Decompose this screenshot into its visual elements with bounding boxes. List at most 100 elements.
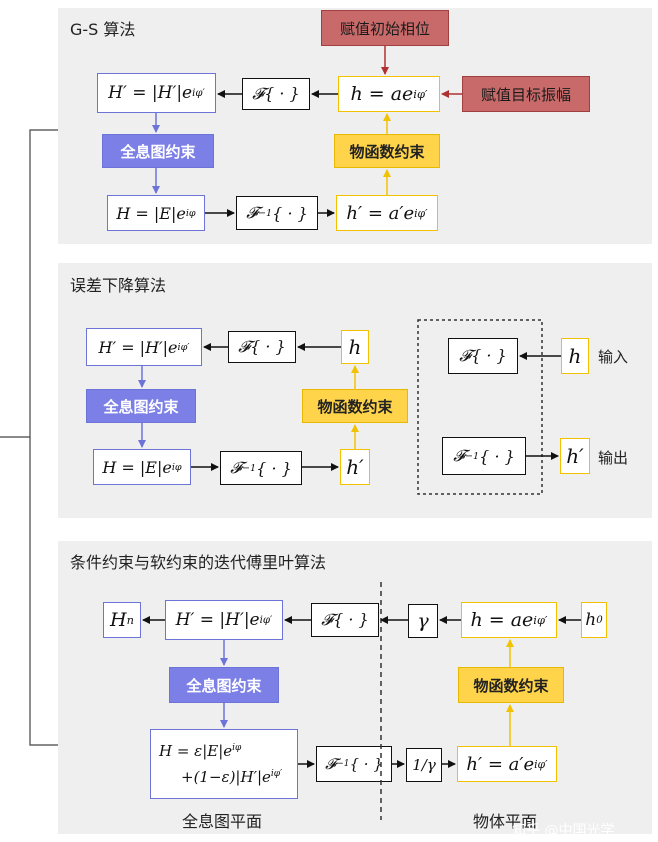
legend-fourier-box: 𝓕{ · }	[448, 338, 518, 374]
assign-initial-phase-box: 赋值初始相位	[321, 10, 449, 46]
cc-object-amp-exp: iφ′	[534, 757, 548, 771]
er-arrows	[138, 319, 561, 495]
legend-input-label: 输入	[598, 348, 629, 366]
gs-object-amp-exp: iφ′	[414, 206, 428, 220]
panel-error-reduction-title: 误差下降算法	[70, 276, 167, 295]
cc-hn-sub: n	[126, 613, 134, 627]
gs-inverse-fourier-exp: −1	[258, 207, 273, 219]
cc-inverse-fourier-tail: { · }	[349, 755, 383, 773]
gs-fourier-box: 𝓕{ · }	[242, 78, 310, 110]
cc-hologram-amp-line1-row: H = ε|E|eiφ	[159, 742, 241, 760]
cc-gamma-label: γ	[417, 610, 429, 632]
legend-output-label: 输出	[598, 449, 629, 467]
gs-hologram-amp-exp: iφ	[185, 207, 196, 219]
er-object-constraint-label: 物函数约束	[317, 397, 393, 416]
gs-hologram-constraint-box: 全息图约束	[102, 134, 214, 168]
cc-gamma-box: γ	[408, 604, 438, 638]
er-hologram-amp-eq: H = |E|e	[102, 457, 172, 477]
gs-hologram-amp-eq: H = |E|e	[116, 203, 186, 223]
cc-object-constraint-box: 物函数约束	[458, 667, 564, 703]
panel-gs-title: G-S 算法	[70, 20, 136, 39]
cc-inv-gamma-label: 1/γ	[412, 756, 436, 774]
legend-inverse-fourier-tail: { · }	[479, 446, 515, 466]
cc-hologram-amp-line2: +(1−ε)|H′|e	[181, 768, 271, 786]
cc-h0-h: h	[585, 610, 597, 630]
assign-target-amplitude-label: 赋值目标振幅	[480, 85, 571, 104]
er-fourier-label: 𝓕{ · }	[238, 337, 286, 356]
legend-inverse-fourier-F: 𝓕	[453, 446, 466, 465]
gs-hologram-field-exp: iφ′	[192, 87, 205, 99]
er-inverse-fourier-box: 𝓕−1{ · }	[220, 451, 302, 485]
cc-arrows	[142, 582, 581, 820]
legend-input-h: h	[568, 344, 582, 368]
cc-hologram-amp-line1: H = ε|E|e	[159, 742, 233, 760]
cc-hologram-constraint-box: 全息图约束	[169, 667, 279, 703]
er-fourier-box: 𝓕{ · }	[228, 331, 296, 363]
gs-object-constraint-label: 物函数约束	[349, 142, 425, 161]
panel-conditional-constraint-title: 条件约束与软约束的迭代傅里叶算法	[70, 553, 327, 572]
er-hologram-constraint-label: 全息图约束	[103, 397, 179, 416]
hologram-plane-label: 全息图平面	[182, 812, 263, 831]
gs-hologram-field-eq: H′ = |H′|e	[108, 83, 193, 103]
cc-hologram-field-eq: H′ = |H′|e	[175, 610, 260, 630]
legend-output-h: h′	[566, 444, 584, 468]
assign-initial-phase-label: 赋值初始相位	[339, 19, 430, 38]
cc-hologram-amp-line2-exp: iφ′	[270, 769, 283, 779]
gs-object-field-eq: h = ae	[350, 83, 414, 105]
cc-object-field-eq: h = ae	[470, 609, 534, 631]
cc-hologram-constraint-label: 全息图约束	[186, 676, 262, 695]
gs-fourier-label: 𝓕{ · }	[252, 84, 300, 103]
legend-input-h-box: h	[561, 338, 589, 374]
legend-inverse-fourier-box: 𝓕−1{ · }	[442, 437, 526, 475]
gs-arrows	[152, 46, 462, 217]
cc-hologram-amp-line1-exp: iφ	[232, 743, 242, 753]
er-object-field-h: h	[348, 335, 362, 359]
er-object-amp-h: h′	[346, 455, 364, 479]
cc-inverse-fourier-F: 𝓕	[325, 755, 337, 773]
cc-hologram-amp-box: H = ε|E|eiφ +(1−ε)|H′|eiφ′	[150, 729, 298, 799]
gs-inverse-fourier-tail: { · }	[272, 203, 308, 223]
gs-object-constraint-box: 物函数约束	[334, 134, 440, 168]
cc-object-constraint-label: 物函数约束	[473, 676, 549, 695]
cc-inverse-fourier-box: 𝓕−1{ · }	[316, 746, 392, 782]
er-object-field-box: h	[341, 330, 369, 364]
er-hologram-amp-exp: iφ	[171, 461, 182, 473]
left-bracket	[0, 129, 58, 746]
er-object-amp-box: h′	[340, 449, 370, 485]
object-plane-label: 物体平面	[473, 812, 538, 831]
gs-inverse-fourier-box: 𝓕−1{ · }	[236, 196, 318, 230]
cc-fourier-box: 𝓕{ · }	[311, 603, 379, 637]
er-hologram-field-exp: iφ′	[177, 341, 190, 353]
legend-inverse-fourier-exp: −1	[465, 450, 480, 462]
cc-inverse-fourier-exp: −1	[336, 759, 350, 769]
cc-hologram-field-exp: iφ′	[259, 614, 273, 626]
er-hologram-constraint-box: 全息图约束	[86, 389, 196, 423]
er-object-constraint-box: 物函数约束	[302, 389, 408, 423]
cc-fourier-label: 𝓕{ · }	[321, 610, 369, 629]
cc-hn-H: H	[110, 609, 127, 631]
watermark: 知乎 @中国光学	[512, 823, 615, 839]
er-inverse-fourier-tail: { · }	[256, 458, 292, 478]
gs-object-amp-eq: h′ = a′e	[346, 202, 415, 224]
cc-object-field-exp: iφ′	[533, 613, 548, 627]
cc-hologram-amp-line2-row: +(1−ε)|H′|eiφ′	[159, 768, 282, 786]
cc-h0-sub: 0	[596, 614, 603, 626]
er-inverse-fourier-exp: −1	[242, 462, 257, 474]
er-inverse-fourier-F: 𝓕	[230, 458, 243, 477]
cc-inv-gamma-box: 1/γ	[406, 748, 442, 782]
cc-object-amp-eq: h′ = a′e	[466, 753, 535, 775]
gs-inverse-fourier-F: 𝓕	[246, 203, 259, 222]
er-hologram-field-eq: H′ = |H′|e	[98, 337, 178, 357]
